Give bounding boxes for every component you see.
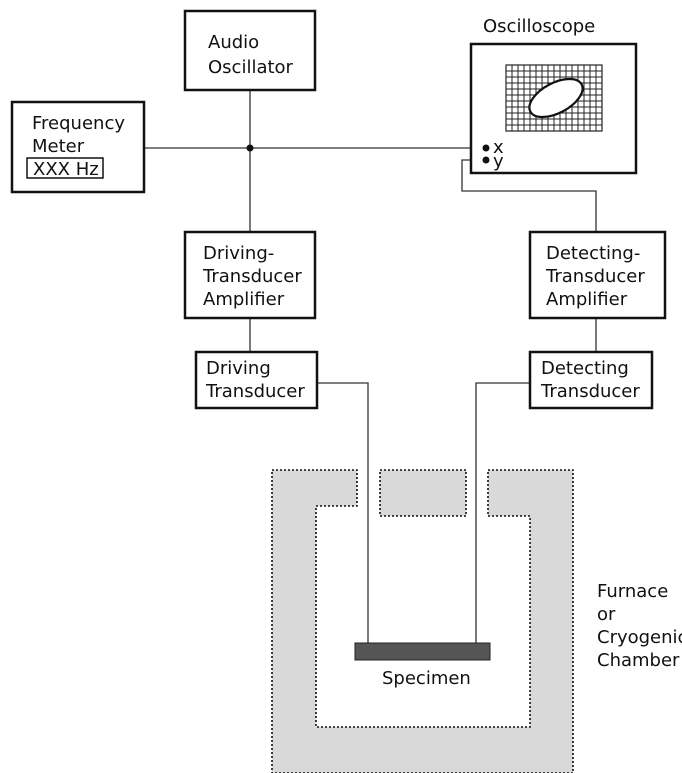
x-input-terminal xyxy=(482,144,490,152)
chamber-label-1: Furnace xyxy=(597,581,668,602)
driving-amplifier-box xyxy=(183,230,317,320)
audio-oscillator-box xyxy=(183,9,317,92)
driving-transducer-label-1: Driving xyxy=(206,358,271,379)
driving-transducer-box xyxy=(194,350,319,410)
detecting-transducer-label-2: Transducer xyxy=(540,381,640,402)
detecting-amplifier-label-3: Amplifier xyxy=(546,289,628,310)
specimen-bar xyxy=(354,642,491,661)
furnace-chamber xyxy=(271,469,574,773)
chamber-label-2: or xyxy=(597,604,616,625)
driving-transducer-label-2: Transducer xyxy=(205,381,305,402)
frequency-meter-label-1: Frequency xyxy=(32,113,125,134)
frequency-readout: XXX Hz xyxy=(33,159,99,180)
driving-amplifier-label-1: Driving- xyxy=(203,243,274,264)
driving-amplifier-label-2: Transducer xyxy=(202,266,302,287)
frequency-meter-label-2: Meter xyxy=(32,136,85,157)
y-input-terminal xyxy=(482,156,490,164)
chamber-label-3: Cryogenic xyxy=(597,627,682,648)
connection-wires xyxy=(144,90,597,660)
driving-amplifier-label-3: Amplifier xyxy=(203,289,285,310)
chamber-wall-left xyxy=(271,469,574,773)
wire-detecting-amp-to-scope-y xyxy=(461,159,597,232)
detecting-transducer-label-1: Detecting xyxy=(541,358,629,379)
chamber-lid-center xyxy=(379,469,467,517)
oscilloscope-title: Oscilloscope xyxy=(483,16,595,37)
audio-oscillator-label-2: Oscillator xyxy=(208,57,294,78)
frequency-readout-box xyxy=(26,157,104,179)
y-input-label: y xyxy=(493,151,504,172)
detecting-amplifier-label-1: Detecting- xyxy=(546,243,640,264)
junction-dot xyxy=(246,144,254,152)
specimen-label: Specimen xyxy=(382,668,471,689)
x-input-label: x xyxy=(493,137,504,158)
detecting-amplifier-label-2: Transducer xyxy=(545,266,645,287)
audio-oscillator-label-1: Audio xyxy=(208,32,259,53)
wire-driving-transducer-to-specimen xyxy=(317,382,369,660)
detecting-transducer-box xyxy=(528,350,654,410)
wire-detecting-transducer-to-specimen xyxy=(475,382,530,660)
detecting-amplifier-box xyxy=(528,230,667,320)
chamber-label-4: Chamber xyxy=(597,650,680,671)
lissajous-ellipse xyxy=(528,77,584,119)
